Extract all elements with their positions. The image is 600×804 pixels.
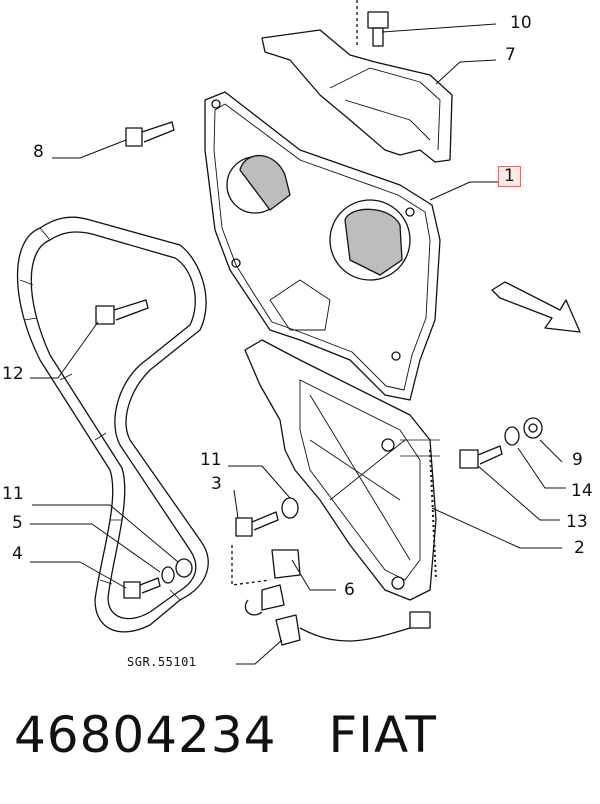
callout-13: 13	[566, 512, 588, 532]
leader-lines	[30, 23, 566, 665]
bolt-3	[235, 511, 279, 537]
washer-11-lower	[175, 558, 193, 578]
bolt-13	[459, 445, 503, 469]
lower-cover	[244, 339, 437, 601]
callout-1-highlighted: 1	[498, 166, 521, 187]
washer-5	[161, 566, 175, 584]
direction-arrow	[491, 281, 581, 333]
part-number: 46804234	[14, 706, 277, 764]
bolt-12	[95, 299, 149, 325]
brand-name: FIAT	[328, 706, 437, 764]
exploded-parts-diagram	[16, 0, 581, 665]
washer-11-upper	[281, 497, 299, 519]
drawing-reference-code: SGR.55101	[127, 655, 197, 669]
callout-12: 12	[2, 364, 24, 384]
callout-9: 9	[572, 450, 583, 470]
callout-7: 7	[505, 45, 516, 65]
sensor-6	[231, 545, 431, 646]
callout-6: 6	[344, 580, 355, 600]
washer-14	[504, 426, 520, 446]
callout-11-lower: 11	[2, 484, 24, 504]
upper-cover	[261, 29, 453, 163]
callout-11-upper: 11	[200, 450, 222, 470]
callout-14: 14	[571, 481, 593, 501]
callout-5: 5	[12, 513, 23, 533]
callout-10: 10	[510, 13, 532, 33]
timing-belt	[16, 216, 209, 633]
callout-2: 2	[574, 538, 585, 558]
callout-4: 4	[12, 544, 23, 564]
bolt-4	[123, 577, 161, 599]
bolt-8	[125, 121, 175, 147]
timing-cover	[204, 91, 441, 401]
part-caption: 46804234 FIAT	[14, 706, 437, 764]
washer-9	[523, 417, 543, 439]
callout-8: 8	[33, 142, 44, 162]
callout-3: 3	[211, 474, 222, 494]
bolt-10	[356, 0, 389, 47]
